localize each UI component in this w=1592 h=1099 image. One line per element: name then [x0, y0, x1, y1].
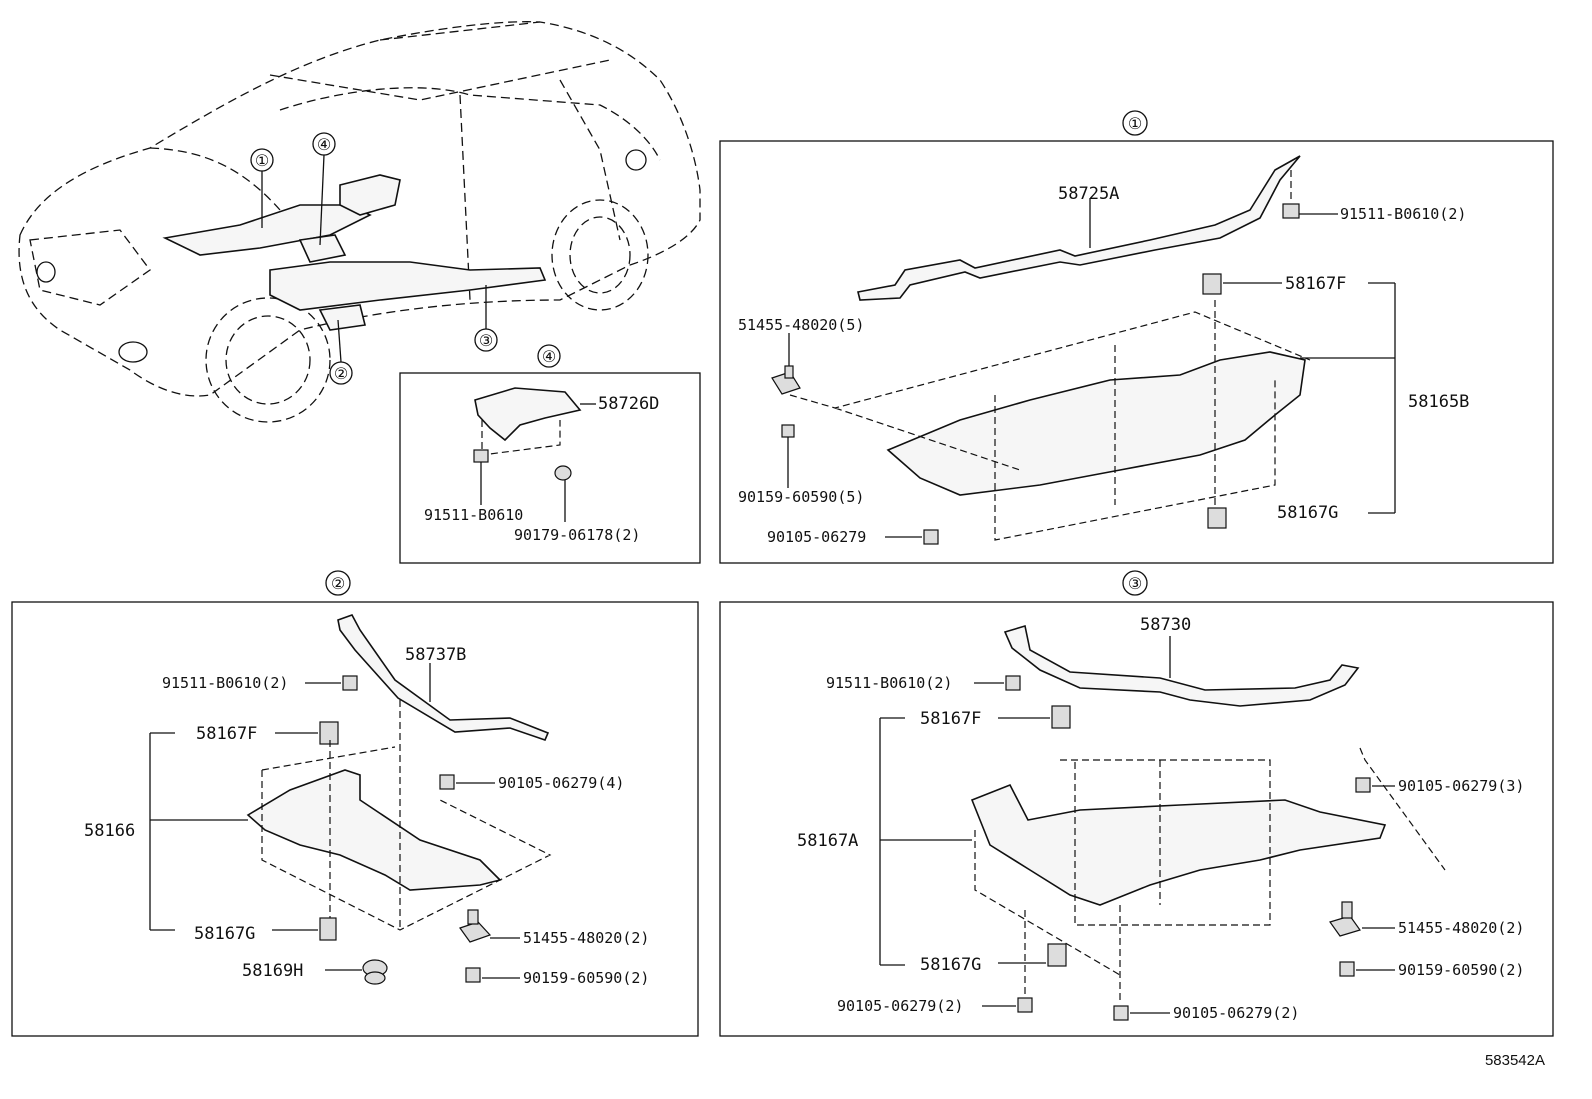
- label-58169H: 58169H: [242, 961, 303, 981]
- label-90105-06279-p3a: 90105-06279(3): [1398, 777, 1524, 795]
- label-58167G-p2: 58167G: [194, 924, 255, 944]
- label-91511-B0610-p1: 91511-B0610(2): [1340, 205, 1466, 223]
- part-58725A-shape: [857, 155, 1301, 301]
- label-51455-48020-p1: 51455-48020(5): [738, 316, 864, 334]
- label-51455-48020-p3: 51455-48020(2): [1398, 919, 1524, 937]
- label-90105-06279-p3b: 90105-06279(2): [837, 997, 963, 1015]
- label-91511-B0610: 91511-B0610: [424, 506, 523, 524]
- label-91511-B0610-p3: 91511-B0610(2): [826, 674, 952, 692]
- label-90179-06178: 90179-06178(2): [514, 526, 640, 544]
- panel-1: ① 58725A 91511-B0610(2) 58167F 58165B 51…: [719, 110, 1554, 564]
- part-58165B-shape: [886, 351, 1306, 496]
- label-90159-60590-p1: 90159-60590(5): [738, 488, 864, 506]
- part-58726D-shape: [474, 387, 582, 442]
- label-58165B: 58165B: [1408, 392, 1469, 412]
- label-58726D: 58726D: [598, 394, 659, 414]
- part-58167A-shape: [970, 783, 1387, 906]
- panel-4: ④ 58726D 91511-B0610 90179-06178(2): [399, 344, 701, 564]
- label-58167A: 58167A: [797, 831, 858, 851]
- panel-1-marker: ①: [1128, 114, 1142, 133]
- panel-2: ② 58737B 91511-B0610(2) 58167F 90105-062…: [11, 570, 699, 1037]
- car-callout-3: ③: [479, 331, 493, 350]
- vehicle-overview: ① ④ ③ ②: [18, 21, 701, 423]
- part-58730-shape: [1003, 624, 1360, 707]
- label-58737B: 58737B: [405, 645, 466, 665]
- label-90159-60590-p3: 90159-60590(2): [1398, 961, 1524, 979]
- label-58167F-p2: 58167F: [196, 724, 257, 744]
- car-callout-2: ②: [334, 364, 348, 383]
- panel-4-marker: ④: [542, 347, 556, 366]
- car-callout-4: ④: [317, 135, 331, 154]
- label-58167F-p3: 58167F: [920, 709, 981, 729]
- diagram-id: 583542A: [1485, 1052, 1545, 1069]
- panel-2-marker: ②: [331, 574, 345, 593]
- label-58167G-p3: 58167G: [920, 955, 981, 975]
- nut-icon: [554, 465, 572, 481]
- panel-3: ③ 58730 91511-B0610(2) 58167F 90105-0627…: [719, 570, 1554, 1037]
- label-90105-06279-p3c: 90105-06279(2): [1173, 1004, 1299, 1022]
- label-58166: 58166: [84, 821, 135, 841]
- label-51455-48020-p2: 51455-48020(2): [523, 929, 649, 947]
- label-90159-60590-p2: 90159-60590(2): [523, 969, 649, 987]
- label-58167F-p1: 58167F: [1285, 274, 1346, 294]
- label-58730: 58730: [1140, 615, 1191, 635]
- part-58737B-shape: [337, 614, 550, 741]
- label-58725A: 58725A: [1058, 184, 1119, 204]
- label-58167G-p1: 58167G: [1277, 503, 1338, 523]
- panel-3-marker: ③: [1128, 574, 1142, 593]
- bolt-icon: [473, 449, 489, 463]
- label-91511-B0610-p2: 91511-B0610(2): [162, 674, 288, 692]
- label-90105-06279-p1: 90105-06279: [767, 528, 866, 546]
- label-90105-06279-p2: 90105-06279(4): [498, 774, 624, 792]
- car-callout-1: ①: [255, 151, 269, 170]
